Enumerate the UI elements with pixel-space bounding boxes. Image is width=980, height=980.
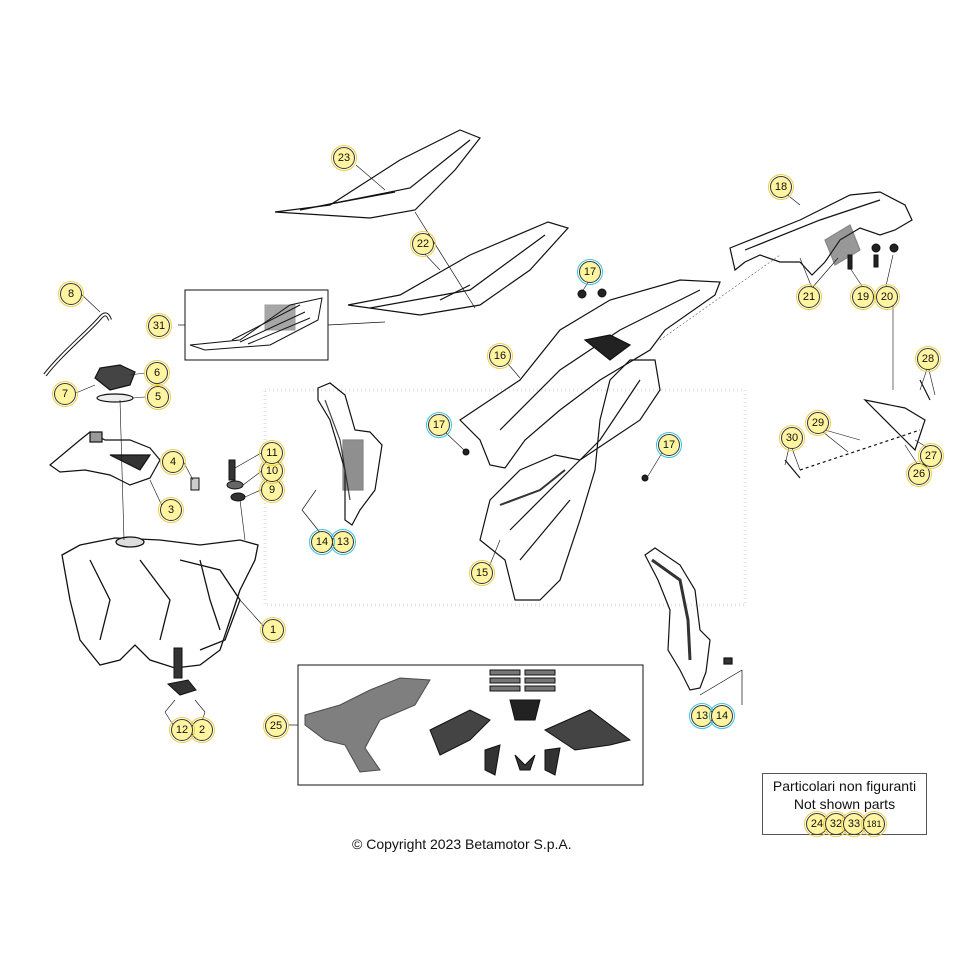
- callout-13-left[interactable]: 13: [330, 529, 356, 555]
- callout-8[interactable]: 8: [58, 281, 84, 307]
- seat-base-31: [189, 297, 323, 351]
- right-radiator-shroud: [644, 547, 733, 691]
- callout-17-left[interactable]: 17: [426, 412, 452, 438]
- not-shown-parts-box: Particolari non figuranti Not shown part…: [762, 773, 927, 837]
- callout-181[interactable]: 181: [861, 811, 887, 837]
- callout-7[interactable]: 7: [52, 381, 78, 407]
- callout-9[interactable]: 9: [259, 477, 285, 503]
- copyright-text: © Copyright 2023 Betamotor S.p.A.: [352, 836, 572, 852]
- seat-23: [274, 129, 481, 219]
- callout-17-top[interactable]: 17: [577, 259, 603, 285]
- callout-10[interactable]: 10: [259, 458, 285, 484]
- callout-2[interactable]: 2: [189, 717, 215, 743]
- vent-tube-8: [43, 312, 112, 377]
- tank-cover: [49, 431, 161, 486]
- callout-17-right[interactable]: 17: [656, 432, 682, 458]
- callout-28[interactable]: 28: [915, 346, 941, 372]
- not-shown-title-en: Not shown parts: [793, 796, 896, 812]
- callout-12[interactable]: 12: [169, 717, 195, 743]
- callout-15[interactable]: 15: [469, 560, 495, 586]
- fastener-17: [462, 288, 649, 482]
- callout-30[interactable]: 30: [779, 425, 805, 451]
- callout-25[interactable]: 25: [263, 713, 289, 739]
- side-panel-15: [479, 359, 661, 601]
- callout-11[interactable]: 11: [259, 440, 285, 466]
- callout-3[interactable]: 3: [158, 497, 184, 523]
- callout-27[interactable]: 27: [918, 443, 944, 469]
- fastener-19-20: [847, 243, 899, 270]
- callout-20[interactable]: 20: [874, 284, 900, 310]
- callout-26[interactable]: 26: [906, 461, 932, 487]
- callout-29[interactable]: 29: [805, 410, 831, 436]
- plate-bracket: [784, 379, 931, 479]
- not-shown-title-it: Particolari non figuranti: [772, 778, 917, 794]
- seat-22: [347, 221, 570, 316]
- fuel-cap: [94, 364, 136, 403]
- callout-5[interactable]: 5: [145, 384, 171, 410]
- callout-4[interactable]: 4: [160, 449, 186, 475]
- fastener-4: [190, 477, 200, 491]
- callout-6[interactable]: 6: [144, 360, 170, 386]
- callout-14-right[interactable]: 14: [709, 703, 735, 729]
- bolt-stack: [226, 459, 246, 502]
- callout-19[interactable]: 19: [850, 284, 876, 310]
- callout-16[interactable]: 16: [487, 343, 513, 369]
- callout-1[interactable]: 1: [260, 617, 286, 643]
- left-radiator-shroud: [317, 382, 383, 526]
- callout-18[interactable]: 18: [768, 174, 794, 200]
- decal-kit: [304, 669, 632, 776]
- watermark: [263, 388, 747, 607]
- fuel-fitting-12: [166, 647, 197, 696]
- side-panel-16: [459, 279, 721, 469]
- callout-23[interactable]: 23: [331, 145, 357, 171]
- callout-33[interactable]: 33: [841, 811, 867, 837]
- callout-22[interactable]: 22: [410, 231, 436, 257]
- callout-14-left[interactable]: 14: [309, 529, 335, 555]
- fuel-tank: [61, 536, 259, 669]
- rear-fender-18: [729, 191, 913, 276]
- callout-31[interactable]: 31: [146, 313, 172, 339]
- callout-21[interactable]: 21: [796, 284, 822, 310]
- callout-13-right[interactable]: 13: [689, 703, 715, 729]
